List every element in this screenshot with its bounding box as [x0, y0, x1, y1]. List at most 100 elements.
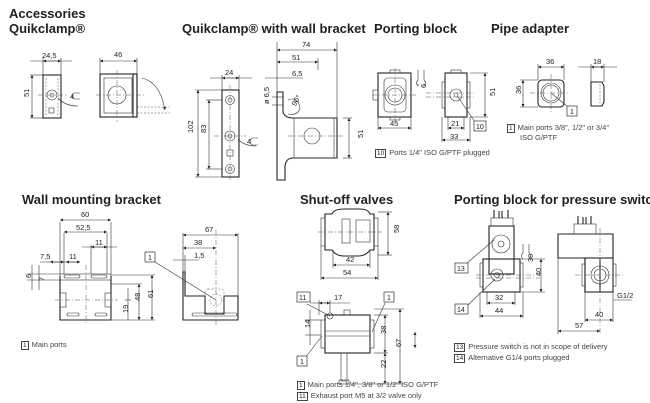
dim-pa-36-height: 36 — [514, 86, 523, 94]
svg-text:1: 1 — [300, 359, 304, 366]
note-text-line2: ISO G/PTF — [520, 133, 558, 142]
page-heading: Accessories — [9, 6, 86, 21]
drawing-porting-block — [372, 68, 488, 142]
dim-wb-7: 7 — [37, 277, 46, 281]
dim-wb-48: 48 — [133, 293, 142, 301]
callout-tag-1-pipe: 1 — [566, 105, 578, 117]
dim-wb-1-5: 1,5 — [194, 251, 204, 260]
drawing-quikclamp — [30, 58, 170, 122]
dim-pb-45: 45 — [390, 119, 398, 128]
section-title-porting-block: Porting block — [374, 21, 458, 36]
note-text: Main ports 1/4", 3/8" or 1/2" ISO G/PTF — [307, 380, 439, 389]
dim-pb-wrench: 6 — [419, 84, 428, 88]
callout-tag-1-shutoff-right: 1 — [383, 291, 395, 303]
section-title-quikclamp: Quikclamp® — [9, 21, 86, 36]
dim-sv-67: 67 — [394, 339, 403, 347]
callout-tag-1-shutoff-left: 1 — [296, 355, 308, 367]
dim-wb-61: 61 — [146, 290, 155, 298]
dim-pa-18: 18 — [593, 57, 601, 66]
note-tag-11: 11 — [297, 391, 308, 401]
svg-text:1: 1 — [387, 295, 391, 302]
svg-text:1: 1 — [570, 109, 574, 116]
section-title-shutoff-valves: Shut-off valves — [300, 192, 394, 207]
dim-pb-21: 21 — [451, 119, 459, 128]
svg-text:11: 11 — [299, 295, 306, 302]
dim-ps-57: 57 — [575, 321, 583, 330]
dim-wb-7-5: 7,5 — [40, 252, 50, 261]
dim-wb-6: 6 — [24, 274, 33, 278]
dim-sv-42: 42 — [346, 255, 354, 264]
dim-sv-14: 14 — [303, 320, 312, 328]
dim-qcwb-24: 24 — [225, 68, 233, 77]
dim-qcwb-wrench: 4 — [247, 137, 251, 146]
note-text: Exhaust port M5 at 3/2 valve only — [310, 391, 422, 400]
dim-quikclamp-24-5: 24,5 — [42, 51, 57, 60]
drawing-pipe-adapter — [520, 64, 617, 112]
dim-qcwb-6-5: 6,5 — [292, 69, 302, 78]
note-tag-10: 10 — [375, 148, 387, 158]
dim-qcwb-angle: 90° — [290, 93, 303, 107]
drawing-wall-mounting-bracket — [27, 218, 239, 325]
callout-tag-11-shutoff: 11 — [296, 291, 311, 303]
note-text: Main ports — [31, 340, 67, 349]
dim-qcwb-83: 83 — [199, 125, 208, 133]
note-tag-1: 1 — [507, 123, 515, 133]
svg-text:1: 1 — [148, 255, 152, 262]
dim-ps-40b: 40 — [595, 310, 603, 319]
dim-wb-38: 38 — [194, 238, 202, 247]
dim-wb-11a: 11 — [95, 238, 103, 247]
section-title-pipe-adapter: Pipe adapter — [491, 21, 570, 36]
dim-wb-67: 67 — [205, 225, 213, 234]
note-text: Pressure switch is not in scope of deliv… — [468, 342, 608, 351]
callout-tag-1-wall: 1 — [144, 251, 156, 263]
svg-text:10: 10 — [476, 124, 484, 131]
dim-qcwb-51-block: 51 — [356, 130, 365, 138]
dim-ps-32: 32 — [495, 293, 503, 302]
note-tag-1: 1 — [21, 340, 29, 350]
callout-tag-13: 13 — [454, 262, 469, 274]
dim-sv-22: 22 — [379, 360, 388, 368]
dim-quikclamp-46: 46 — [114, 50, 122, 59]
dim-ps-40a: 40 — [534, 268, 543, 276]
drawing-shutoff-valves — [304, 208, 417, 385]
drawing-quikclamp-wall-bracket — [195, 42, 352, 182]
drawing-pressure-switch-block — [466, 210, 632, 335]
note-text: Ports 1/4" ISO G/PTF plugged — [389, 148, 490, 157]
svg-text:14: 14 — [457, 307, 465, 314]
dim-pa-36-width: 36 — [546, 57, 554, 66]
dim-pb-51: 51 — [488, 88, 497, 96]
dim-sv-17: 17 — [334, 293, 342, 302]
note-tag-13: 13 — [454, 342, 466, 352]
dim-qcwb-hole: ø 6,5 — [262, 87, 271, 104]
dim-wb-19: 19 — [121, 305, 130, 313]
svg-text:13: 13 — [457, 266, 465, 273]
dim-qcwb-74: 74 — [302, 40, 310, 49]
dim-sv-54: 54 — [343, 268, 351, 277]
dim-sv-58: 58 — [392, 225, 401, 233]
dim-wb-11b: 11 — [69, 252, 77, 261]
callout-tag-14: 14 — [454, 303, 469, 315]
dim-wb-52-5: 52,5 — [76, 223, 91, 232]
dim-quikclamp-wrench: 4 — [70, 92, 74, 101]
dim-wb-60: 60 — [81, 210, 89, 219]
dim-ps-g12: G1/2 — [617, 291, 633, 300]
dim-qcwb-51: 51 — [292, 53, 300, 62]
dim-quikclamp-51: 51 — [22, 89, 31, 97]
note-text-line1: Main ports 3/8", 1/2" or 3/4" — [517, 123, 609, 132]
section-title-quikclamp-wall-bracket: Quikclamp® with wall bracket — [182, 21, 366, 36]
note-tag-1: 1 — [297, 380, 305, 390]
section-title-pressure-switch: Porting block for pressure switch — [454, 192, 650, 207]
dim-pb-33: 33 — [450, 132, 458, 141]
dim-qcwb-102: 102 — [186, 120, 195, 133]
section-title-wall-mounting-bracket: Wall mounting bracket — [22, 192, 161, 207]
callout-tag-10: 10 — [473, 120, 487, 132]
note-text: Alternative G1/4 ports plugged — [468, 353, 570, 362]
